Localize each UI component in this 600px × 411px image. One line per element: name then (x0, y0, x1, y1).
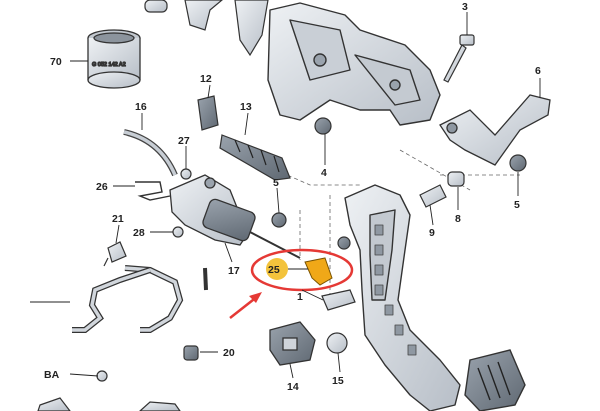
callout-8: 8 (455, 213, 461, 225)
boot-13 (219, 134, 291, 181)
clip-27 (180, 168, 192, 180)
hydraulic-line (72, 265, 208, 333)
nut-pedal-top (337, 236, 351, 250)
nut-4 (314, 117, 332, 135)
bushing-9 (419, 184, 447, 208)
bracket-6 (439, 94, 551, 166)
leader-lines (30, 12, 541, 379)
cap-15 (326, 332, 348, 354)
callout-5-right: 5 (514, 199, 520, 211)
clip-20 (183, 345, 199, 361)
nut-5-right (509, 154, 527, 172)
callout-70: 70 (50, 56, 62, 68)
bushing-8 (447, 171, 465, 187)
washer-28 (172, 226, 184, 238)
master-cylinder-17 (169, 174, 301, 259)
bolt-3 (443, 34, 475, 83)
pedal-arm (344, 184, 461, 411)
bushing-70: G 052 142 A2 (87, 29, 141, 89)
stop-14 (269, 321, 316, 366)
nut-5-left (271, 212, 287, 228)
bottom-cropped-parts (37, 397, 181, 411)
callout-1: 1 (297, 291, 303, 303)
callout-3: 3 (462, 1, 468, 13)
part-number-text: G 052 142 A2 (92, 62, 126, 68)
top-cropped-parts (144, 0, 269, 57)
spring-clip-26 (135, 181, 171, 201)
callout-9: 9 (429, 227, 435, 239)
callout-ba: BA (44, 369, 60, 381)
callout-12: 12 (200, 73, 212, 85)
callout-labels: 70 3 6 12 13 16 27 4 26 5 5 8 9 21 28 17… (44, 1, 541, 393)
callout-5-left: 5 (273, 177, 279, 189)
callout-25: 25 (268, 264, 280, 276)
callout-4: 4 (321, 167, 327, 179)
nut-ba (96, 370, 108, 382)
clip-12 (197, 95, 219, 131)
callout-20: 20 (223, 347, 235, 359)
pedal-switch-1 (321, 289, 356, 311)
pedal-bracket (267, 2, 441, 126)
callout-27: 27 (178, 135, 190, 147)
callout-21: 21 (112, 213, 124, 225)
highlighted-part-25 (304, 257, 333, 286)
highlight-badge (266, 258, 288, 280)
callout-28: 28 (133, 227, 145, 239)
hose-16 (123, 129, 178, 177)
callout-26: 26 (96, 181, 108, 193)
callout-14: 14 (287, 381, 299, 393)
highlight-group (229, 248, 354, 319)
bracket-21 (103, 241, 127, 267)
callout-13: 13 (240, 101, 252, 113)
callout-17: 17 (228, 265, 240, 277)
pedal-pad (464, 349, 526, 411)
callout-15: 15 (332, 375, 344, 387)
callout-6: 6 (535, 65, 541, 77)
callout-16: 16 (135, 101, 147, 113)
